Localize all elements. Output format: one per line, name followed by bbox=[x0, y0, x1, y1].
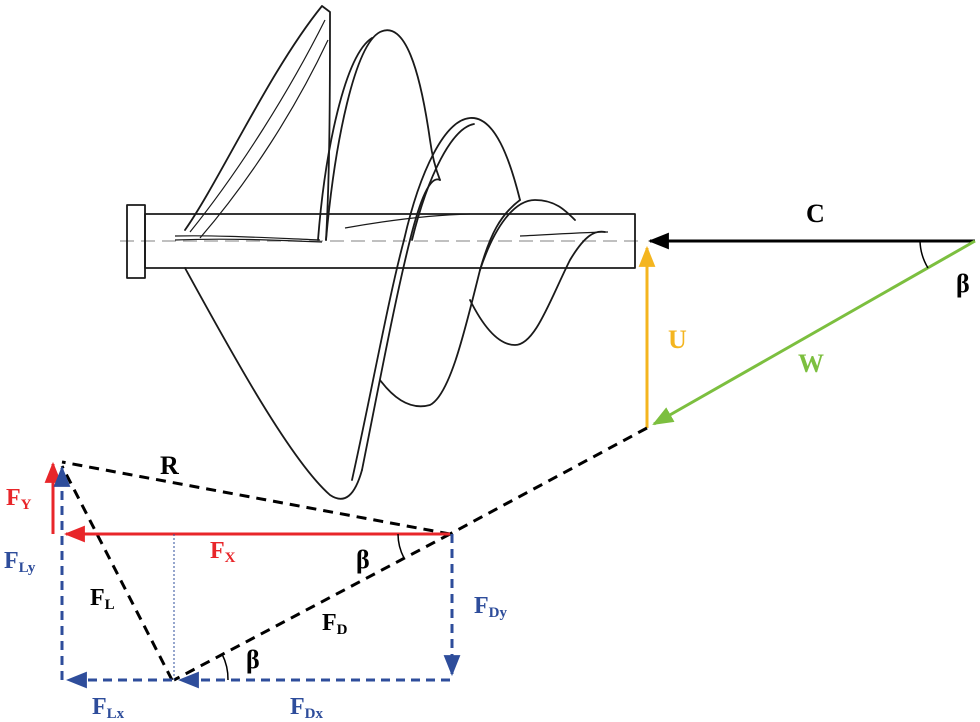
label-F_X: FX bbox=[210, 538, 236, 566]
helix-turn-1-front bbox=[325, 29, 441, 241]
label-C: C bbox=[806, 199, 825, 228]
blade-strip-d bbox=[519, 231, 609, 237]
helix-turn-3-front bbox=[479, 199, 576, 271]
vector-W bbox=[652, 239, 976, 426]
label-U: U bbox=[668, 325, 687, 354]
cone-lower-edge bbox=[184, 267, 363, 500]
vector-F_D bbox=[173, 532, 451, 682]
label-F_Lx: FLx bbox=[92, 694, 125, 722]
label-beta-low: β bbox=[246, 645, 260, 674]
labels: C β U W R FY FLy FX β FL FD FDy β FLx FD… bbox=[4, 199, 970, 722]
label-F_L: FL bbox=[90, 585, 115, 613]
label-F_Dx: FDx bbox=[290, 694, 324, 722]
blade-strip-b bbox=[174, 238, 323, 243]
helical-turbine-drawing bbox=[120, 5, 640, 500]
blade-strip-c bbox=[344, 213, 471, 229]
extension-line bbox=[449, 426, 648, 536]
helix-turn-2-front bbox=[403, 117, 521, 241]
velocity-triangle bbox=[638, 232, 976, 428]
force-diagram bbox=[44, 426, 648, 689]
label-F_Ly: FLy bbox=[4, 548, 36, 576]
blade-inner-fold-2 bbox=[199, 39, 329, 239]
angle-arc-beta-low bbox=[221, 653, 229, 681]
helix-turn-2-back bbox=[411, 123, 475, 241]
label-beta-top: β bbox=[956, 269, 970, 298]
label-F_Dy: FDy bbox=[474, 593, 508, 621]
blade-inner-fold bbox=[189, 19, 326, 233]
outer-blade-edge bbox=[184, 5, 331, 241]
helix-lobe-2-lower bbox=[379, 199, 521, 408]
helix-turn-1-back bbox=[317, 37, 373, 241]
label-W: W bbox=[798, 349, 824, 378]
angle-arc-beta-top bbox=[919, 240, 929, 269]
shaft bbox=[144, 213, 636, 269]
vector-R bbox=[61, 460, 451, 536]
helix-lobe-3-lower bbox=[469, 230, 606, 346]
label-R: R bbox=[160, 451, 179, 480]
label-F_D: FD bbox=[322, 610, 348, 638]
label-F_Y: FY bbox=[6, 485, 32, 513]
helix-sweep-1-inner bbox=[351, 239, 405, 481]
blade-strip-a bbox=[174, 235, 321, 241]
label-beta-mid: β bbox=[356, 545, 370, 574]
angle-arc-beta-mid bbox=[397, 533, 405, 559]
vector-F_L bbox=[60, 465, 174, 681]
